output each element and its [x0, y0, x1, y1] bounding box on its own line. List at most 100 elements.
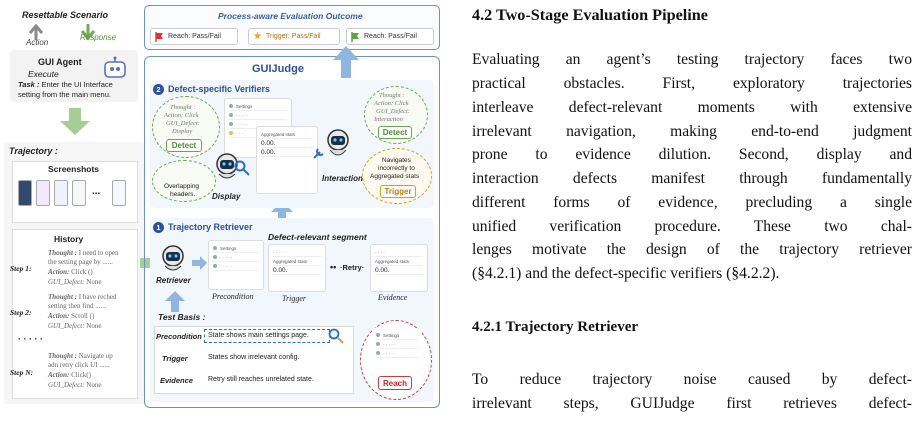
step-label: Step N: — [10, 368, 34, 377]
task-text: Task : Enter the UI Interface — [18, 80, 113, 89]
verifiers-number: 2 — [153, 84, 164, 95]
paragraph-line: interaction defects manifest through fun… — [472, 170, 912, 187]
reach-result-text: Reach: Pass/Fail — [168, 33, 221, 40]
display-label: Display — [212, 192, 241, 201]
screenshot-thumb — [112, 180, 126, 206]
retriever-label: Retriever — [156, 276, 191, 285]
reach-button[interactable]: Reach — [378, 376, 412, 390]
test-basis-value: State shows main settings page. — [204, 329, 330, 343]
scenario-title: Resettable Scenario — [22, 10, 109, 20]
screenshot-thumb — [36, 180, 50, 206]
test-basis-value: Retry still reaches unrelated state. — [208, 376, 314, 383]
retriever-number: 1 — [153, 222, 164, 233]
response-arrow-icon — [80, 24, 96, 41]
figure: Resettable Scenario Action Response GUI … — [9, 5, 440, 408]
test-basis-key: Precondition — [156, 332, 202, 341]
paragraph-line: (§4.2.1) and the defect-specific verifie… — [472, 265, 780, 282]
paragraph-line: Evaluating an agent’s testing trajectory… — [472, 51, 912, 68]
display-detect-button[interactable]: Detect — [166, 139, 202, 152]
verifiers-title: Defect-specific Verifiers — [168, 84, 271, 94]
step-label: Step 2: — [10, 308, 32, 317]
star-icon: ★ — [253, 31, 262, 42]
paragraph-line: irrelevant steps, GUIJudge first retriev… — [472, 395, 912, 412]
display-bubble-line: Action: Click — [164, 112, 199, 119]
test-basis-title: Test Basis : — [158, 312, 206, 322]
retriever-title: Trajectory Retriever — [168, 222, 253, 232]
interaction-bubble-line: GUI_Defect: — [376, 108, 410, 115]
robot-icon — [104, 56, 126, 78]
interaction-bubble-line: Thought : — [379, 92, 405, 99]
red-flag-icon — [155, 31, 163, 42]
step-line: adn retry click UI ...... — [48, 361, 110, 369]
outcome-title: Process-aware Evaluation Outcome — [218, 11, 363, 21]
trigger-button[interactable]: Trigger — [380, 185, 416, 198]
navigates-text: incorrectly to — [378, 165, 415, 172]
execute-label: Execute — [28, 69, 59, 79]
reach-result-chip: Reach: Pass/Fail — [150, 28, 238, 45]
step-line: Action: Scroll () — [48, 312, 95, 320]
green-flag-icon — [351, 31, 359, 42]
step-line: GUI_Defect: None — [48, 278, 102, 286]
search-magnifier-icon — [328, 328, 344, 344]
screenshot-thumb — [18, 180, 32, 206]
paragraph-line: different forms of evidence, precluding … — [472, 194, 912, 211]
segment-title: Defect-relevant segment — [268, 232, 367, 242]
evidence-caption: Evidence — [378, 293, 408, 302]
paragraph-line: prone to evidence dilution. Second, disp… — [472, 146, 912, 163]
step-line: Thought : I have reched — [48, 293, 117, 301]
reach2-result-text: Reach: Pass/Fail — [364, 33, 417, 40]
paragraph-line: practical obstacles. First, exploratory … — [472, 75, 912, 92]
trigger-result-text: Trigger: Pass/Fail — [265, 33, 321, 40]
down-arrow-icon — [60, 108, 90, 135]
trigger-caption: Trigger — [282, 294, 307, 303]
guijudge-title: GUIJudge — [252, 63, 304, 75]
trigger-result-chip: ★ Trigger: Pass/Fail — [248, 28, 340, 45]
step-line: Action: Click() — [48, 371, 91, 379]
interaction-detect-button[interactable]: Detect — [378, 126, 412, 139]
paragraph-line: irrelevant navigation, making end-to-end… — [472, 123, 912, 140]
paragraph-line: interleave defect-relevant moments with … — [472, 99, 912, 116]
display-bubble-line: GUI_Defect: — [166, 120, 200, 127]
guijudge-box — [144, 56, 440, 408]
wrench-icon — [313, 148, 324, 159]
task-text-line2: setting from the main menu. — [18, 90, 111, 99]
section-heading: 4.2 Two-Stage Evaluation Pipeline — [472, 6, 708, 24]
step-label: Step 1: — [10, 264, 32, 273]
retriever-robot-icon — [162, 245, 184, 271]
test-basis-value: States show irrelevant config. — [208, 354, 300, 361]
display-robot-icon — [216, 153, 238, 179]
step-line: Thought : Navigate up — [48, 352, 113, 360]
interaction-bubble-line: Action: Click — [374, 100, 409, 107]
navigates-text: Navigates — [382, 157, 411, 164]
subsection-heading: 4.2.1 Trajectory Retriever — [472, 319, 639, 335]
screenshot-thumb — [72, 180, 86, 206]
screenshots-ellipsis: ... — [92, 186, 101, 197]
precondition-caption: Precondition — [212, 292, 254, 301]
screenshot-thumb — [54, 180, 68, 206]
response-label: Response — [80, 33, 117, 42]
up-arrow-icon — [165, 291, 185, 312]
display-bubble-line: Display — [172, 128, 193, 135]
trajectory-title: Trajectory : — [9, 146, 58, 156]
gui-agent-title: GUI Agent — [38, 57, 82, 67]
paragraph-line: To reduce trajectory noise caused by def… — [472, 371, 912, 388]
overlap-text: headers. — [170, 191, 196, 198]
precondition-screen: Settings · · · · · · · · · · — [208, 240, 264, 290]
up-arrow-icon — [333, 46, 359, 78]
step-line: the setting page by ...... — [48, 258, 113, 266]
retry-label: ·Retry· — [340, 263, 365, 272]
step-line: GUI_Defect: None — [48, 381, 102, 389]
step-line: Thought : I need to open — [48, 249, 119, 257]
segment-dots: •• — [330, 262, 337, 272]
step-line: GUI_Defect: None — [48, 322, 102, 330]
overlap-text: Overlapping — [164, 183, 200, 190]
retriever-arrow-icon — [192, 256, 207, 270]
interaction-bubble-line: Interaction — [374, 116, 403, 123]
trigger-screen: · · · · Aggregated stats 0.00. — [268, 244, 326, 292]
overlap-bubble — [152, 160, 216, 202]
history-title: History — [54, 234, 84, 244]
interaction-mini-screen: Aggregated stats 0.00. 0.00. — [256, 126, 318, 194]
magnifier-icon — [234, 160, 250, 176]
reach-mini-screen: Settings · · · · · · · · · · — [372, 328, 422, 372]
action-label: Action — [26, 38, 49, 47]
